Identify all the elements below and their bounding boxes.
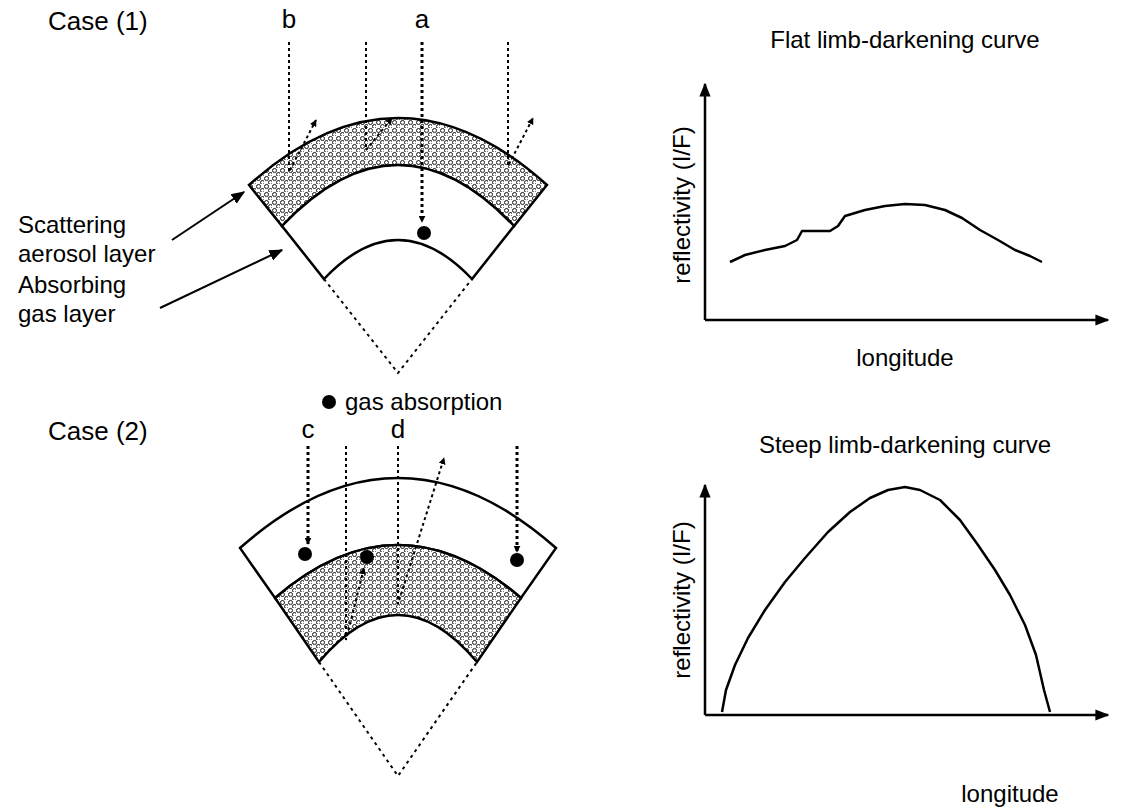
layer-label: Absorbing gas layer xyxy=(18,271,158,329)
case1-rays xyxy=(289,42,533,222)
axis-label: longitude xyxy=(961,779,1058,808)
steep-curve xyxy=(722,487,1050,712)
legend-text: gas absorption xyxy=(345,388,502,417)
ray-letter: c xyxy=(302,414,315,445)
plot1-axes xyxy=(705,84,1108,320)
plot-title: Flat limb-darkening curve xyxy=(770,26,1039,55)
case-title: Case (2) xyxy=(48,416,148,447)
plot-title: Steep limb-darkening curve xyxy=(759,431,1051,460)
axis-label: reflectivity (I/F) xyxy=(668,521,697,678)
case2-wedge xyxy=(240,478,556,776)
case-title: Case (1) xyxy=(48,6,148,37)
absorption-dots xyxy=(298,547,524,567)
leader-arrows xyxy=(160,192,282,308)
axis-label: longitude xyxy=(856,344,953,373)
flat-curve xyxy=(730,204,1042,262)
plot2-axes xyxy=(705,485,1108,715)
ray-letter: a xyxy=(415,4,429,35)
ray-letter: b xyxy=(282,4,296,35)
case2-rays xyxy=(308,446,517,640)
legend-dot xyxy=(322,395,336,409)
layer-label: Scattering aerosol layer xyxy=(18,211,168,269)
absorption-dot xyxy=(417,226,431,240)
case1-wedge xyxy=(249,118,547,373)
ray-letter: d xyxy=(391,414,405,445)
axis-label: reflectivity (I/F) xyxy=(668,126,697,283)
